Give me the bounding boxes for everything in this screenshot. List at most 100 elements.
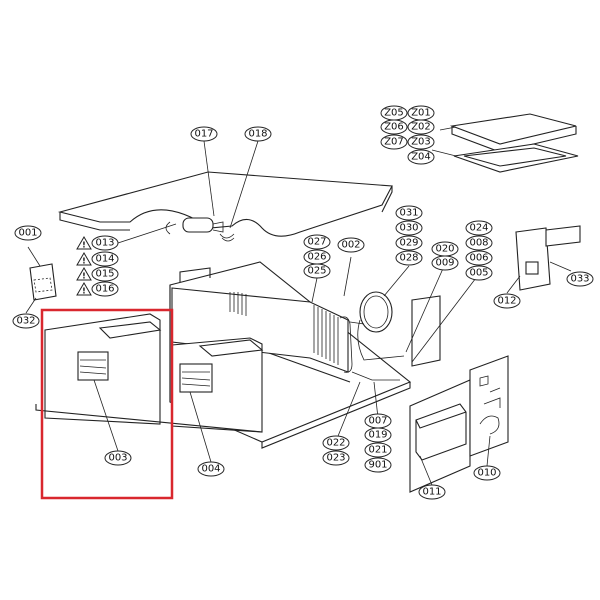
svg-text:023: 023 <box>326 453 345 464</box>
svg-text:Z01: Z01 <box>411 108 431 119</box>
svg-text:025: 025 <box>307 266 326 277</box>
svg-text:Z02: Z02 <box>411 122 431 133</box>
callout-025: 025 <box>303 263 331 279</box>
callout-021: 021 <box>364 442 392 458</box>
callout-028: 028 <box>395 250 423 266</box>
callout-009: 009 <box>431 255 459 271</box>
warning-icon-014: ! <box>76 252 92 266</box>
svg-text:021: 021 <box>368 445 387 456</box>
callout-012: 012 <box>493 293 521 309</box>
fan-motor <box>165 217 235 242</box>
svg-text:028: 028 <box>399 253 418 264</box>
callout-024: 024 <box>465 220 493 236</box>
callout-033: 033 <box>566 271 594 287</box>
callout-Z04: Z04 <box>407 149 435 165</box>
svg-text:!: ! <box>82 241 86 250</box>
svg-text:018: 018 <box>248 129 267 140</box>
callout-015: 015 <box>91 266 119 282</box>
callout-023: 023 <box>322 450 350 466</box>
svg-text:Z03: Z03 <box>411 137 431 148</box>
callout-032: 032 <box>12 313 40 329</box>
callout-Z02: Z02 <box>407 119 435 135</box>
small-plate <box>29 263 57 301</box>
warning-icon-015: ! <box>76 267 92 281</box>
callout-029: 029 <box>395 235 423 251</box>
callout-016: 016 <box>91 281 119 297</box>
svg-text:Z07: Z07 <box>384 137 404 148</box>
svg-text:030: 030 <box>399 223 418 234</box>
leader-lines <box>25 126 572 486</box>
svg-text:033: 033 <box>570 274 589 285</box>
top-cover <box>57 171 393 237</box>
svg-text:009: 009 <box>435 258 454 269</box>
callout-031: 031 <box>395 205 423 221</box>
svg-text:002: 002 <box>341 240 360 251</box>
control-board <box>515 225 581 291</box>
callout-010: 010 <box>473 465 501 481</box>
callout-026: 026 <box>303 249 331 265</box>
svg-text:014: 014 <box>95 254 114 265</box>
svg-text:024: 024 <box>469 223 488 234</box>
svg-text:010: 010 <box>477 468 496 479</box>
svg-text:016: 016 <box>95 284 114 295</box>
top-panels <box>449 113 579 173</box>
blower-housing-left <box>44 313 162 425</box>
callout-002: 002 <box>337 237 365 253</box>
callout-006: 006 <box>465 250 493 266</box>
svg-text:901: 901 <box>368 460 387 471</box>
callout-003: 003 <box>104 450 132 466</box>
callout-022: 022 <box>322 435 350 451</box>
svg-text:022: 022 <box>326 438 345 449</box>
callout-011: 011 <box>418 484 446 500</box>
control-box <box>409 355 509 493</box>
svg-text:027: 027 <box>307 237 326 248</box>
callout-019: 019 <box>364 427 392 443</box>
svg-text:Z05: Z05 <box>384 108 404 119</box>
callout-001: 001 <box>14 225 42 241</box>
warning-icon-013: ! <box>76 236 92 250</box>
callout-Z07: Z07 <box>380 134 408 150</box>
svg-text:005: 005 <box>469 268 488 279</box>
blower-housing-right <box>171 337 264 433</box>
svg-text:017: 017 <box>194 129 213 140</box>
callout-030: 030 <box>395 220 423 236</box>
callout-901: 901 <box>364 457 392 473</box>
highlight-box-003 <box>40 308 174 500</box>
vertical-bracket <box>411 295 441 367</box>
callout-014: 014 <box>91 251 119 267</box>
svg-text:!: ! <box>82 257 86 266</box>
svg-text:Z04: Z04 <box>411 152 431 163</box>
svg-text:!: ! <box>82 287 86 296</box>
callout-007: 007 <box>364 413 392 429</box>
svg-text:015: 015 <box>95 269 114 280</box>
callout-Z05: Z05 <box>380 105 408 121</box>
svg-text:011: 011 <box>422 487 441 498</box>
callout-Z01: Z01 <box>407 105 435 121</box>
callout-027: 027 <box>303 234 331 250</box>
svg-text:019: 019 <box>368 430 387 441</box>
pipe-loop <box>357 291 405 361</box>
svg-text:003: 003 <box>108 453 127 464</box>
callout-017: 017 <box>190 126 218 142</box>
callout-018: 018 <box>244 126 272 142</box>
svg-text:006: 006 <box>469 253 488 264</box>
svg-text:007: 007 <box>368 416 387 427</box>
callout-Z06: Z06 <box>380 119 408 135</box>
callout-Z03: Z03 <box>407 134 435 150</box>
svg-text:004: 004 <box>201 464 220 475</box>
base-tray-edge <box>35 404 263 433</box>
callout-004: 004 <box>197 461 225 477</box>
callout-013: 013 <box>91 235 119 251</box>
svg-text:029: 029 <box>399 238 418 249</box>
svg-text:Z06: Z06 <box>384 122 404 133</box>
svg-text:031: 031 <box>399 208 418 219</box>
warning-icon-016: ! <box>76 282 92 296</box>
callout-005: 005 <box>465 265 493 281</box>
svg-text:012: 012 <box>497 296 516 307</box>
svg-text:020: 020 <box>435 244 454 255</box>
callout-020: 020 <box>431 241 459 257</box>
callout-008: 008 <box>465 235 493 251</box>
svg-text:026: 026 <box>307 252 326 263</box>
svg-text:001: 001 <box>18 228 37 239</box>
